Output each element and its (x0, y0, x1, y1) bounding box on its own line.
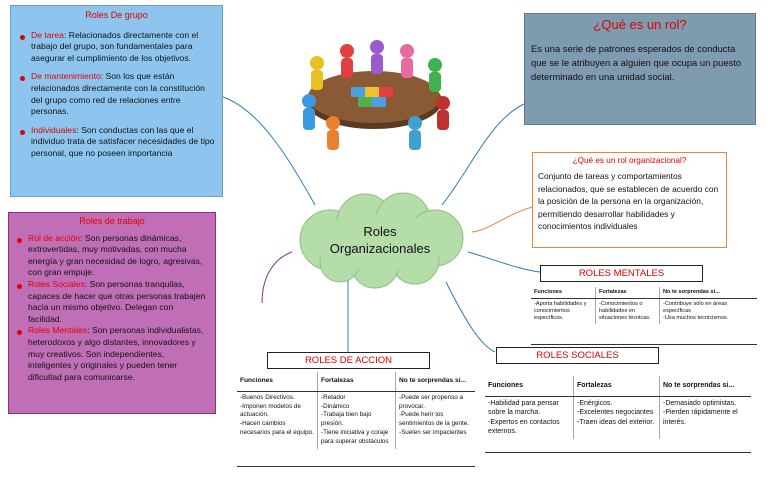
table-header: Funciones Fortalezas No te sorprendas si… (485, 376, 751, 397)
item-text: : Son personas tranquilas, capaces de ha… (28, 278, 206, 324)
roles-trabajo-box: Roles de trabajo Rol de acción: Son pers… (8, 212, 216, 414)
roles-sociales-label: ROLES SOCIALES (496, 347, 659, 364)
roles-trabajo-title: Roles de trabajo (79, 216, 145, 226)
list-item: Roles Mentales: Son personas individuali… (15, 325, 209, 383)
item-text: : Son personas individualistas, heterodo… (28, 325, 204, 382)
header-cell: No te sorprendas si... (659, 376, 751, 396)
meeting-illustration (302, 40, 450, 150)
table-cell: -Demasiado optimistas. -Pierden rápidame… (659, 396, 751, 439)
roles-mentales-table: Funciones Fortalezas No te sorprendas si… (531, 287, 757, 345)
item-term: Individuales (31, 124, 77, 135)
list-item: Individuales: Son conductas con las que … (18, 125, 215, 160)
table-cell: -Retador -Dinámico -Trabaja bien bajo pr… (317, 391, 395, 449)
connector-mentales (467, 251, 541, 273)
item-text: : Relacionados directamente con el traba… (31, 29, 199, 63)
header-cell: Fortalezas (317, 372, 395, 391)
list-item: De tarea: Relacionados directamente con … (18, 30, 215, 65)
list-item: Roles Sociales: Son personas tranquilas,… (15, 279, 209, 325)
figures (302, 40, 450, 150)
connector-que-es (441, 103, 525, 206)
item-term: Roles Mentales (28, 325, 88, 336)
table-cell: -Habilidad para pensar sobre la marcha. … (488, 399, 560, 436)
table-header: Funciones Fortalezas No te sorprendas si… (531, 287, 757, 299)
table-header: Funciones Fortalezas No te sorprendas si… (237, 372, 475, 392)
cloud-shape (299, 192, 464, 289)
rol-organizacional-title: ¿Qué es un rol organizacional? (572, 156, 687, 165)
header-cell: Fortalezas (595, 287, 659, 298)
rol-organizacional-text: Conjunto de tareas y comportamientos rel… (538, 171, 719, 232)
roles-accion-table: Funciones Fortalezas No te sorprendas si… (237, 372, 475, 467)
list-item: De mantenimiento: Son los que están rela… (18, 71, 215, 117)
header-cell: Fortalezas (573, 376, 659, 396)
roles-accion-label: ROLES DE ACCION (267, 352, 430, 369)
connector-grupo (222, 96, 316, 206)
que-es-rol-text: Es una serie de patrones esperados de co… (531, 43, 742, 82)
item-term: De mantenimiento (31, 71, 101, 82)
table-cell: -Buenos Directivos. -Imponen modelos de … (240, 393, 314, 436)
item-text: : Son personas dinámicas, extrovertidas,… (28, 232, 203, 278)
que-es-rol-box: ¿Qué es un rol? Es una serie de patrones… (524, 13, 756, 125)
table-cell: -Contribuye sólo en áreas específicas -U… (659, 299, 757, 324)
roles-sociales-table: Funciones Fortalezas No te sorprendas si… (485, 376, 751, 453)
header-cell: No te sorprendas si... (395, 372, 475, 391)
header-cell: Funciones (488, 382, 524, 389)
roles-grupo-title: Roles De grupo (85, 10, 148, 20)
table-row: -Aporta habilidades y conocimientos espe… (531, 299, 757, 324)
item-term: Roles Sociales (28, 278, 85, 289)
list-item: Rol de acción: Son personas dinámicas, e… (15, 233, 209, 279)
table-cell: -Enérgicos. -Excelentes negociantes -Tra… (573, 396, 659, 439)
table-cell: -Aporta habilidades y conocimientos espe… (534, 301, 587, 321)
header-cell: No te sorprendas si... (659, 287, 757, 298)
item-term: De tarea (31, 29, 64, 40)
roles-grupo-box: Roles De grupo De tarea: Relacionados di… (10, 5, 223, 197)
rol-organizacional-box: ¿Qué es un rol organizacional? Conjunto … (532, 152, 727, 248)
header-cell: Funciones (534, 289, 562, 295)
connector-organizacional (471, 206, 533, 233)
connector-trabajo (261, 251, 293, 304)
roles-mentales-label: ROLES MENTALES (540, 265, 703, 282)
table-cell: -Conocimientos o habilidades en situacio… (595, 299, 659, 324)
item-text: : Son los que están relacionados directa… (31, 71, 205, 117)
table-row: -Buenos Directivos. -Imponen modelos de … (237, 391, 475, 449)
item-term: Rol de acción (28, 232, 81, 243)
center-line2: Organizacionales (329, 241, 431, 256)
center-line1: Roles (363, 224, 397, 239)
center-title: Roles Organizacionales (300, 223, 460, 257)
table-cell: -Puede ser propenso a provocar. -Puede h… (395, 391, 475, 449)
connector-sociales (445, 281, 496, 353)
header-cell: Funciones (240, 377, 273, 384)
item-text: : Son conductas con las que el individuo… (31, 124, 215, 158)
table-row: -Habilidad para pensar sobre la marcha. … (485, 396, 751, 439)
que-es-rol-title: ¿Qué es un rol? (593, 17, 687, 32)
